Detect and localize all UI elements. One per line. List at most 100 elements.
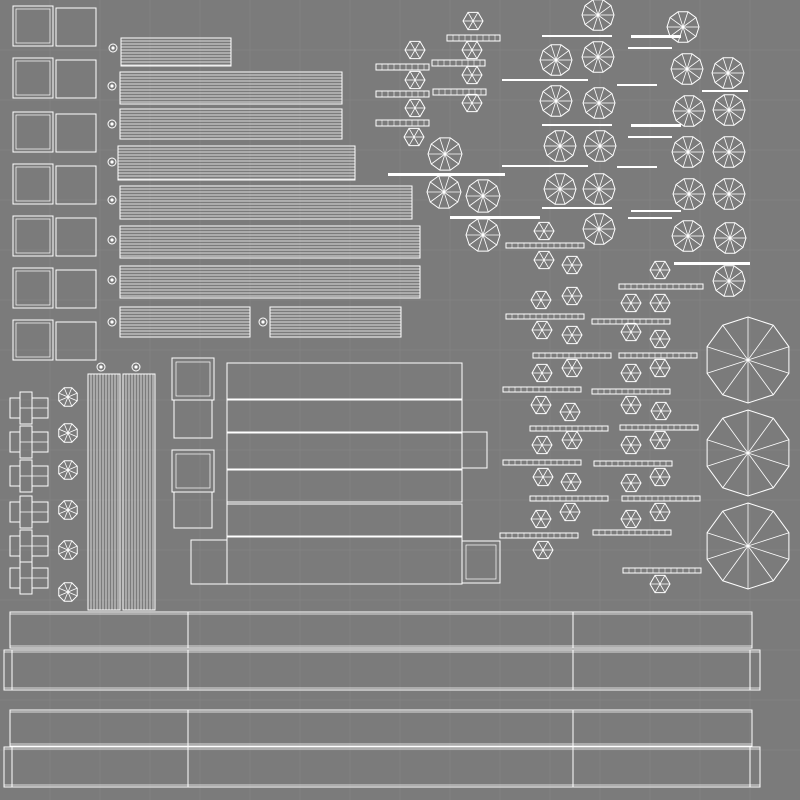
hex-island — [649, 467, 671, 487]
flat-strip-island — [502, 79, 588, 81]
wheel-island-spoke — [597, 41, 604, 58]
rosette-island-spoke — [58, 545, 69, 551]
hex-island-spoke — [654, 476, 661, 486]
wheel-island-spoke — [542, 50, 557, 61]
wheel-island — [543, 173, 577, 205]
hex-island-spoke — [471, 41, 478, 51]
rosette-island-spoke — [63, 582, 69, 593]
wheel-island-spoke — [682, 151, 689, 168]
long-beam-island — [3, 746, 761, 788]
wheel-island — [712, 178, 746, 210]
wheel-island-spoke — [594, 130, 601, 147]
hub-strip-island — [446, 34, 501, 42]
wheel-island-spoke — [555, 85, 562, 102]
wheel-island-spoke — [597, 14, 612, 25]
hex-island-spoke — [467, 20, 474, 30]
rosette-island-spoke — [67, 428, 78, 434]
wheel-island-spoke — [559, 173, 566, 190]
wheel-island-spoke — [682, 26, 689, 43]
wheel-island-spoke — [729, 237, 736, 254]
bolt-dot — [131, 362, 141, 372]
vertical-plank-outline — [122, 373, 156, 611]
long-beam-island — [9, 709, 753, 747]
flat-strip-island — [617, 166, 657, 168]
bolt-head-island — [9, 391, 49, 425]
wheel-island-spoke — [723, 193, 730, 210]
wheel-island-spoke — [592, 56, 599, 73]
wheel-island-spoke — [469, 224, 484, 236]
wheel-island — [583, 130, 617, 162]
wheel-island-spoke — [715, 100, 730, 111]
wheel-island-spoke — [444, 153, 459, 165]
wheel-island-spoke — [728, 151, 735, 168]
wheel-island-spoke — [673, 59, 688, 70]
bolt-head-island — [9, 425, 49, 459]
hex-island-spoke — [541, 364, 548, 374]
hex-island-spoke — [536, 321, 543, 331]
wheel-island-spoke — [584, 14, 599, 25]
square-island — [12, 319, 54, 361]
hex-island-spoke — [625, 474, 632, 484]
hex-island — [533, 250, 555, 270]
hex-island-spoke — [408, 128, 415, 138]
wheel-island-spoke — [438, 191, 445, 209]
hex-island-spoke — [414, 107, 421, 117]
wheel-island-spoke — [482, 185, 497, 197]
rosette-island-spoke — [63, 460, 69, 471]
wheel-island-spoke — [687, 151, 694, 168]
box-strip — [226, 362, 463, 400]
wheel-island-spoke — [598, 179, 613, 190]
wheel-island-spoke — [728, 109, 735, 126]
hex-island — [531, 435, 553, 455]
hex-island-spoke — [566, 359, 573, 369]
hex-island-spoke — [570, 473, 577, 483]
hub-strip-outline — [529, 495, 609, 502]
wheel-island-spoke — [683, 193, 690, 210]
hex-island-spoke — [414, 71, 421, 81]
hex-island — [620, 435, 642, 455]
square-island — [12, 215, 54, 257]
rosette-island-spoke — [67, 587, 78, 593]
hex-island-spoke — [625, 294, 632, 304]
wheel-island-spoke — [550, 44, 557, 61]
hatched-panel — [119, 225, 421, 259]
wheel-island-spoke — [584, 47, 599, 58]
wheel-island-spoke — [559, 188, 566, 205]
rosette-island-spoke — [67, 465, 78, 471]
hex-island — [530, 509, 552, 529]
square-island — [55, 165, 97, 205]
hex-island-spoke — [654, 359, 661, 369]
wheel-island-spoke — [688, 184, 703, 195]
hub-strip-island — [505, 313, 585, 320]
hub-strip-island — [532, 352, 612, 359]
hex-island-spoke — [571, 326, 578, 336]
wheel-island-spoke — [585, 102, 600, 113]
wheel-island-spoke — [592, 41, 599, 58]
wheel-island-spoke — [688, 178, 695, 195]
wheel-island-spoke — [686, 59, 701, 70]
rosette-island — [58, 582, 78, 602]
long-beam-outline — [9, 709, 753, 747]
hatched-panel — [119, 185, 413, 220]
hex-island-spoke — [625, 518, 632, 528]
box-face — [171, 449, 215, 493]
large-umbrella-island-spoke — [747, 359, 790, 374]
hex-island-spoke — [536, 436, 543, 446]
hex-island-spoke — [659, 468, 666, 478]
hex-island-spoke — [564, 403, 571, 413]
hex-island-spoke — [471, 102, 478, 112]
wheel-island-spoke — [728, 280, 743, 291]
square-island — [12, 163, 54, 205]
wheel-island-spoke — [598, 188, 613, 199]
hub-strip-island — [375, 63, 430, 71]
hex-island-spoke — [660, 402, 667, 412]
wheel-island-spoke — [546, 188, 561, 199]
wheel-island — [711, 57, 745, 89]
hex-island-spoke — [654, 367, 661, 377]
large-umbrella-island — [706, 502, 790, 590]
large-umbrella-island-spoke — [747, 510, 774, 547]
hex-island-spoke — [543, 230, 550, 240]
wheel-island-spoke — [559, 145, 566, 162]
square-island-inner — [15, 114, 51, 150]
hex-island-spoke — [564, 411, 571, 421]
